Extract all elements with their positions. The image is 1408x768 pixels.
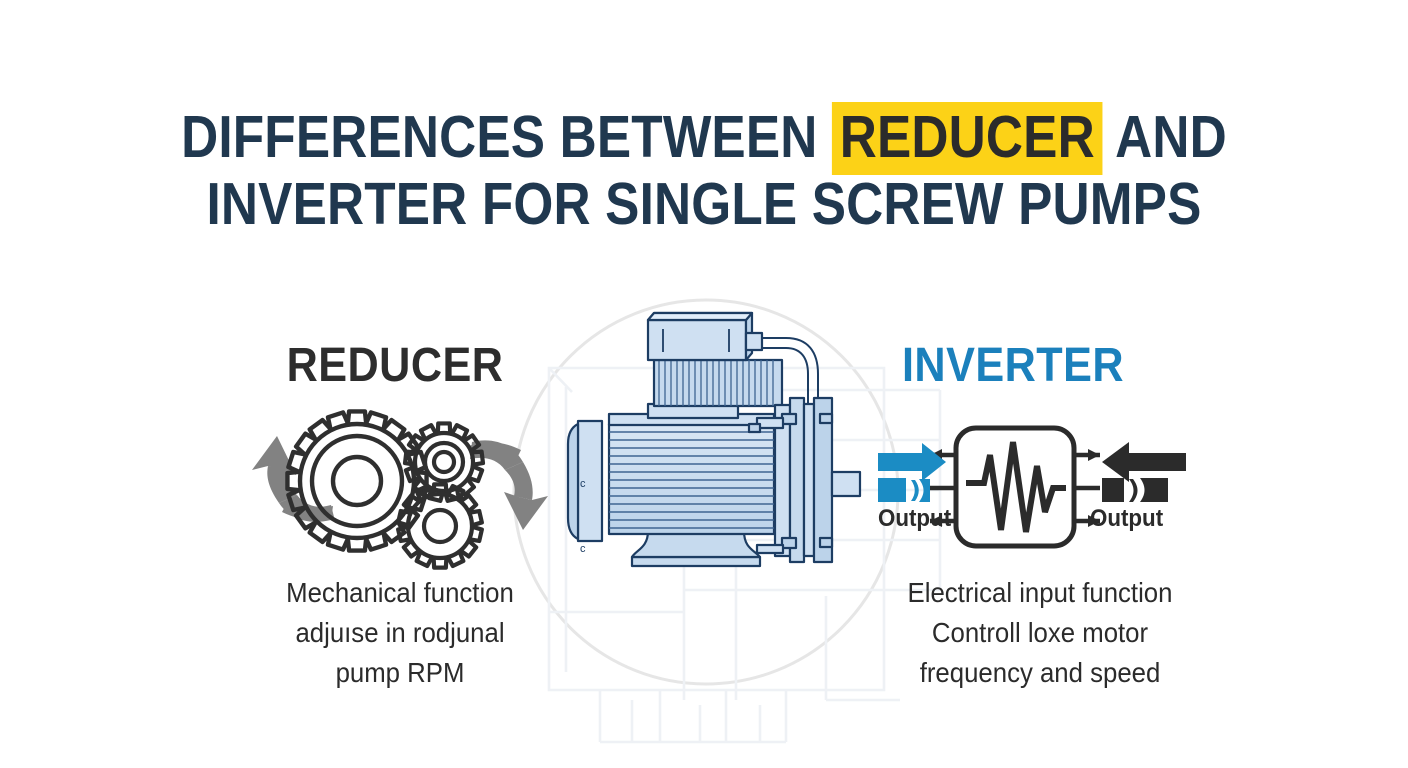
gear-large-icon-body xyxy=(285,409,429,553)
title-line-1: DIFFERENCES BETWEEN REDUCER AND xyxy=(92,102,1317,175)
gear-small-upper-icon xyxy=(402,421,486,503)
reducer-heading: REDUCER xyxy=(286,339,504,392)
title-text-pre: DIFFERENCES BETWEEN xyxy=(181,104,832,170)
reducer-caption-line-2: adjuıse in rodjunal xyxy=(295,616,505,648)
inverter-caption-line-3: frequency and speed xyxy=(919,656,1161,688)
inverter-caption: Electrical input function Controll loxe … xyxy=(861,573,1220,692)
inverter-caption-line-2: Controll loxe motor xyxy=(931,616,1149,648)
dark-arrow-left-icon xyxy=(1102,442,1186,482)
curved-arrow-down-right-icon xyxy=(469,440,548,530)
svg-text:c: c xyxy=(580,478,586,490)
output-label-right: Output xyxy=(1090,505,1164,532)
page-title: DIFFERENCES BETWEEN REDUCER AND INVERTER… xyxy=(0,102,1408,237)
svg-text:c: c xyxy=(580,543,586,555)
waveform-box-icon xyxy=(953,425,1077,549)
blue-arrow-right-icon xyxy=(878,443,946,481)
inverter-caption-line-1: Electrical input function xyxy=(907,577,1173,608)
gear-small-lower-icon xyxy=(396,482,484,570)
title-text-post: AND xyxy=(1102,104,1227,170)
curved-arrow-up-left-icon xyxy=(252,436,334,522)
reducer-caption-line-1: Mechanical function xyxy=(286,577,514,608)
reducer-caption-line-3: pump RPM xyxy=(335,656,465,688)
title-highlight-reducer: REDUCER xyxy=(831,102,1103,175)
reducer-caption: Mechanical function adjuıse in rodjunal … xyxy=(230,573,570,692)
inverter-stub-arrowheads xyxy=(930,449,1100,527)
blue-output-signal-icon xyxy=(878,478,930,502)
title-line-2: INVERTER FOR SINGLE SCREW PUMPS xyxy=(206,171,1202,237)
dark-output-signal-icon xyxy=(1102,478,1168,502)
inverter-heading: INVERTER xyxy=(901,339,1125,392)
output-label-left: Output xyxy=(878,505,952,532)
inverter-connector-lines xyxy=(930,452,1100,524)
